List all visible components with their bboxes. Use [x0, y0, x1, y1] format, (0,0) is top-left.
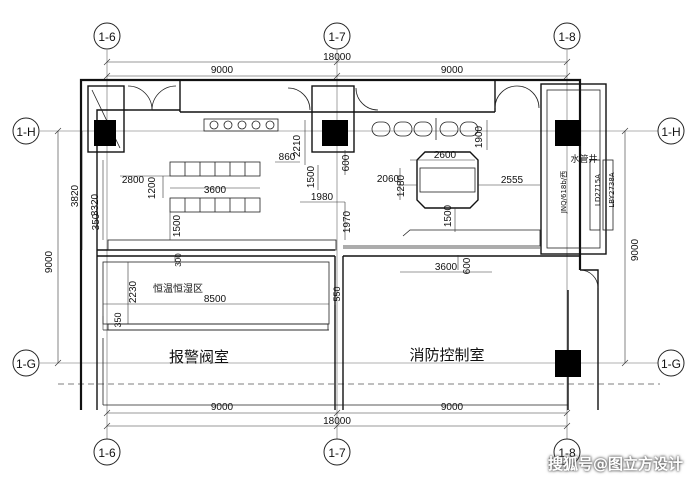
dim-2555: 2555	[501, 175, 524, 186]
dim-bottom-total: 18000	[323, 416, 351, 427]
watermark: 搜狐号@图立方设计	[547, 455, 683, 473]
room-fire-control: 消防控制室	[409, 346, 484, 364]
dim-bottom-right: 9000	[441, 402, 464, 413]
dim-3320: 3320	[90, 193, 101, 216]
axis-bubble-right-1-G: 1-G	[657, 349, 685, 377]
dim-860: 860	[279, 152, 296, 163]
dim-3820: 3820	[70, 184, 81, 207]
pipe-label-jnq: JNQ/618b/西	[560, 171, 568, 214]
dim-1200: 1200	[147, 176, 158, 199]
dim-1500-mid: 1500	[306, 165, 317, 188]
svg-text:1-8: 1-8	[558, 446, 576, 460]
gas-cylinders	[371, 118, 479, 140]
room-climate-zone: 恒温恒湿区	[153, 282, 203, 295]
dim-2230: 2230	[128, 280, 139, 303]
dim-8500: 8500	[204, 294, 227, 305]
grid-lines	[40, 50, 660, 440]
svg-text:1-H: 1-H	[661, 125, 680, 139]
svg-text:1-G: 1-G	[16, 357, 36, 371]
axis-bubble-bottom-1-8: 1-8	[553, 438, 581, 466]
dim-350-bottom: 350	[113, 312, 123, 327]
columns	[94, 120, 581, 377]
svg-text:1-7: 1-7	[328, 446, 346, 460]
dim-2060: 2060	[377, 174, 400, 185]
svg-text:1-6: 1-6	[98, 446, 116, 460]
svg-text:1-6: 1-6	[98, 30, 116, 44]
dim-1500-left: 1500	[172, 214, 183, 237]
dim-bottom-left: 9000	[211, 402, 234, 413]
axis-bubble-top-1-8: 1-8	[553, 22, 581, 50]
dim-1500-right: 1500	[443, 204, 454, 227]
axis-bubble-top-1-6: 1-6	[93, 22, 121, 50]
interior-dimension-labels: 2800 3600 1200 3320 350 1500 2210 860 15…	[90, 125, 524, 327]
room-water-shaft: 水管井	[570, 153, 597, 165]
rack-grid	[169, 161, 261, 213]
axis-bubble-left-1-H: 1-H	[12, 117, 40, 145]
dim-top-right: 9000	[441, 65, 464, 76]
svg-text:1-7: 1-7	[328, 30, 346, 44]
doors	[127, 85, 599, 289]
dim-3600-left: 3600	[204, 185, 227, 196]
dim-right-total: 9000	[630, 238, 641, 261]
valve-circles	[203, 118, 279, 132]
top-dimensions: 18000 9000 9000	[103, 52, 571, 80]
axis-bubble-top-1-7: 1-7	[323, 22, 351, 50]
svg-text:1-H: 1-H	[16, 125, 35, 139]
dim-3600-right: 3600	[435, 262, 458, 273]
dim-2800: 2800	[122, 175, 145, 186]
room-labels: 报警阀室 消防控制室 恒温恒湿区 水管井 LD2715A LBY2738A JN…	[153, 153, 616, 366]
dim-left-total: 9000	[44, 250, 55, 273]
svg-text:1-8: 1-8	[558, 30, 576, 44]
axis-bubbles: 1-6 1-7 1-8 1-6 1-7 1-8 1-H 1-G 1-H 1-G	[12, 22, 685, 466]
svg-text:1-G: 1-G	[661, 357, 681, 371]
bottom-dimensions: 9000 9000 18000	[103, 402, 571, 430]
dim-top-total: 18000	[323, 52, 351, 63]
dim-1970: 1970	[342, 210, 353, 233]
axis-bubble-bottom-1-7: 1-7	[323, 438, 351, 466]
interior-dimensions	[102, 120, 540, 330]
dim-1980: 1980	[311, 192, 334, 203]
axis-bubble-bottom-1-6: 1-6	[93, 438, 121, 466]
dim-550: 550	[332, 286, 342, 301]
dim-2210: 2210	[292, 134, 303, 157]
dim-300: 300	[174, 253, 183, 267]
axis-bubble-left-1-G: 1-G	[12, 349, 40, 377]
equipment	[107, 118, 614, 331]
dim-350-top: 350	[91, 213, 102, 230]
dim-top-left: 9000	[211, 65, 234, 76]
pipe-label-ld2715a: LD2715A	[594, 174, 602, 206]
dim-600-right: 600	[462, 257, 473, 274]
dim-2600: 2600	[434, 150, 457, 161]
dim-600-mid: 600	[341, 154, 352, 171]
pipe-label-lby2738a: LBY2738A	[608, 172, 616, 207]
dim-1280: 1280	[396, 174, 407, 197]
axis-bubble-right-1-H: 1-H	[657, 117, 685, 145]
room-alarm-valve: 报警阀室	[169, 348, 229, 366]
dim-1900: 1900	[474, 125, 485, 148]
